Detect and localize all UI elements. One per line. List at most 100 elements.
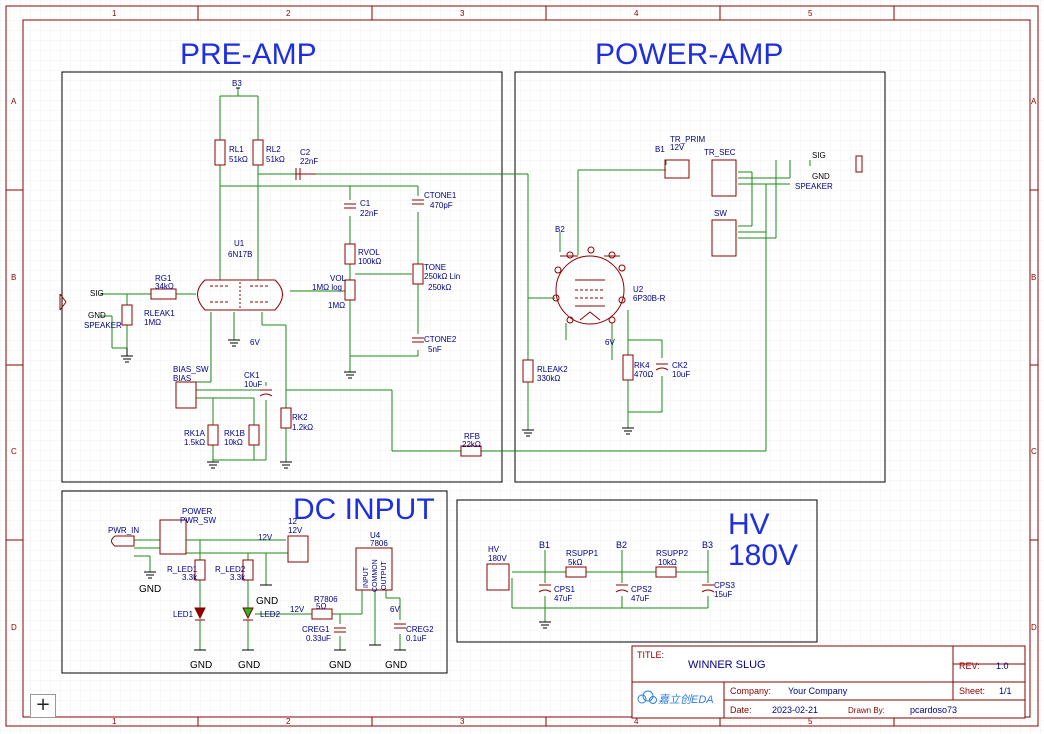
col-label: 2 xyxy=(286,717,291,726)
resistor-rleak1 xyxy=(121,304,133,326)
value-r7806: 5Ω xyxy=(316,602,326,611)
value-rleak2: 330kΩ xyxy=(537,374,560,383)
designator-rg1: RG1 xyxy=(155,274,172,283)
designator-creg2: CREG2 xyxy=(406,625,434,634)
designator-rk4: RK4 xyxy=(634,361,650,370)
designator-r7806: R7806 xyxy=(314,595,338,604)
row-label: D xyxy=(11,623,17,632)
pot-vol xyxy=(344,279,356,301)
section-title-hv-voltage: 180V xyxy=(728,539,798,572)
value-u1: 6N17B xyxy=(228,250,252,259)
net-label-6v-u2: 6V xyxy=(605,338,615,347)
resistor-rk1a xyxy=(207,424,219,446)
net-label-6v-u1: 6V xyxy=(250,338,260,347)
value-rk2: 1.2kΩ xyxy=(292,423,313,432)
section-title-hv: HV xyxy=(728,508,770,541)
value-c2: 22nF xyxy=(300,157,318,166)
designator-rl2: RL2 xyxy=(266,145,281,154)
resistor-r7806 xyxy=(311,608,333,620)
poweramp-wires xyxy=(527,160,811,451)
value-ck2: 10uF xyxy=(672,370,690,379)
designator-rk2: RK2 xyxy=(292,413,308,422)
designator-rleak1: RLEAK1 xyxy=(144,309,175,318)
label-sig-out: SIG xyxy=(812,151,826,160)
value-cps3: 15uF xyxy=(714,590,732,599)
value-rsupp2: 10kΩ xyxy=(658,558,677,567)
value-u4: 7806 xyxy=(370,539,388,548)
section-boxes xyxy=(61,71,886,674)
designator-hv: HV xyxy=(488,545,500,554)
label-sig-in: SIG xyxy=(90,289,104,298)
resistor-r-led2 xyxy=(242,559,254,581)
row-label: C xyxy=(1031,447,1037,456)
drawn-value: pcardoso73 xyxy=(910,705,957,715)
zoom-in-button[interactable]: + xyxy=(30,694,56,718)
plug-speaker-out xyxy=(855,155,863,173)
designator-u1: U1 xyxy=(234,239,245,248)
label-gnd-in: GND xyxy=(88,311,106,320)
connector-sw xyxy=(711,219,737,257)
switch-power xyxy=(159,519,187,555)
connector-bias-sw xyxy=(175,381,197,409)
label-gnd-out: GND xyxy=(812,172,830,181)
designator-bias-sw: BIAS_SW xyxy=(173,365,209,374)
pin-output: OUTPUT xyxy=(381,561,388,591)
value-cps2: 47uF xyxy=(631,594,649,603)
value-rsupp1: 5kΩ xyxy=(568,558,582,567)
row-label: D xyxy=(1031,623,1037,632)
net-label-12v-reg: 12V xyxy=(290,605,305,614)
value-hv: 180V xyxy=(488,554,507,563)
resistor-rsupp2 xyxy=(655,566,677,578)
section-title-poweramp: POWER-AMP xyxy=(595,38,783,71)
date-label: Date: xyxy=(730,705,752,715)
section-title-preamp: PRE-AMP xyxy=(180,38,317,71)
designator-creg1: CREG1 xyxy=(302,625,330,634)
pot-tone xyxy=(412,263,424,285)
value-ctone1: 470pF xyxy=(430,201,453,210)
designator-j12: 12 xyxy=(288,517,297,526)
value-r-led2: 3.3k xyxy=(230,573,246,582)
connector-12 xyxy=(287,535,309,563)
resistor-r-led1 xyxy=(194,559,206,581)
value-rk1a: 1.5kΩ xyxy=(184,438,205,447)
col-label: 4 xyxy=(634,9,639,18)
value-creg1: 0.33uF xyxy=(306,634,331,643)
designator-rvol: RVOL xyxy=(358,248,380,257)
value-ctone2: 5nF xyxy=(428,345,442,354)
value-tone: 250kΩ Lin xyxy=(424,272,460,281)
value-vol: 1MΩ log xyxy=(312,283,342,292)
net-label-gnd: GND xyxy=(139,584,161,595)
resistor-rl2 xyxy=(252,139,264,166)
section-title-dcinput: DC INPUT xyxy=(293,493,435,526)
value-ck1: 10uF xyxy=(244,380,262,389)
preamp-wires xyxy=(100,88,766,462)
value-r-led1: 3.3k xyxy=(182,573,198,582)
col-label: 4 xyxy=(634,717,639,726)
designator-c2: C2 xyxy=(300,148,311,157)
pin-input: INPUT xyxy=(363,566,370,588)
row-label: C xyxy=(11,447,17,456)
designator-rl1: RL1 xyxy=(229,145,244,154)
value-rfb: 22kΩ xyxy=(462,440,481,449)
designator-rk1b: RK1B xyxy=(224,429,245,438)
ground-symbols xyxy=(121,87,634,651)
net-label-gnd: GND xyxy=(190,660,212,671)
designator-rfb: RFB xyxy=(464,432,480,441)
parts xyxy=(59,139,863,633)
value-bias-sw: BIAS xyxy=(173,374,191,383)
net-label-gnd: GND xyxy=(238,660,260,671)
row-label: A xyxy=(1031,97,1037,106)
value-power: PWR_SW xyxy=(180,516,216,525)
net-label-b1-pa: B1 xyxy=(655,145,665,154)
plug-speaker-in xyxy=(59,293,67,311)
col-label: 3 xyxy=(460,717,465,726)
frame-labels: 1 2 3 4 5 1 2 3 4 5 A B C D A B C D xyxy=(11,9,1037,726)
date-value: 2023-02-21 xyxy=(772,705,818,715)
designator-ctone2: CTONE2 xyxy=(424,335,457,344)
designator-cps3: CPS3 xyxy=(714,581,735,590)
tube-u2 xyxy=(555,255,625,325)
pin-common: COMMON xyxy=(372,559,379,592)
value-rg1: 34kΩ xyxy=(155,282,174,291)
net-label-b2-hv: B2 xyxy=(616,540,627,550)
